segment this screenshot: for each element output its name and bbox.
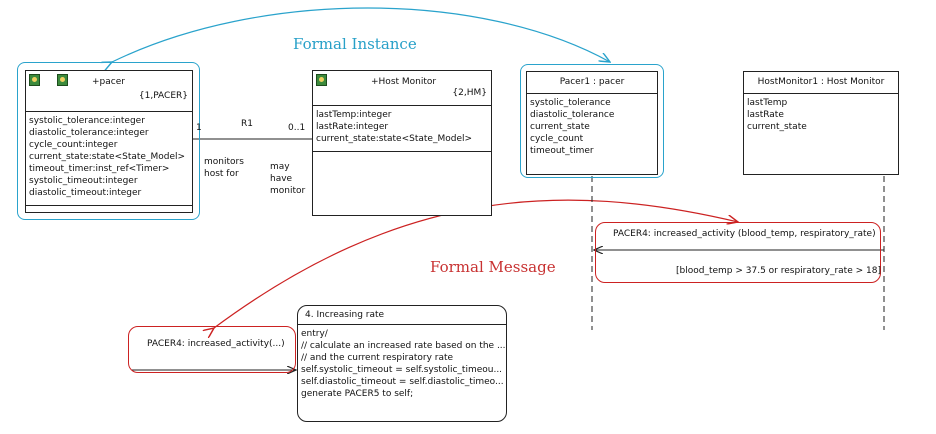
pacer-class-highlight xyxy=(17,62,200,220)
attribute-row: cycle_count:integer xyxy=(29,140,118,150)
state-action-body: entry/ // calculate an increased rate ba… xyxy=(298,324,506,400)
pacer-class-header: +pacer {1,PACER} xyxy=(26,71,192,111)
host-monitor-class-header: +Host Monitor {2,HM} xyxy=(313,71,491,105)
action-line: // calculate an increased rate based on … xyxy=(301,341,506,351)
pacer-class-attributes: systolic_tolerance:integer diastolic_tol… xyxy=(26,111,192,205)
phrase-line: have xyxy=(270,174,293,184)
sequence-message-highlight xyxy=(595,222,881,283)
phrase-line: monitor xyxy=(270,186,306,196)
attribute-row: current_state:state<State_Model> xyxy=(29,152,186,162)
sequence-message-guard: [blood_temp > 37.5 or respiratory_rate >… xyxy=(676,266,881,276)
attribute-row: current_state xyxy=(530,122,590,132)
association-right-phrase: may have monitor xyxy=(270,161,305,197)
host-monitor-class-box[interactable]: +Host Monitor {2,HM} lastTemp:integer la… xyxy=(312,70,492,216)
attribute-row: diastolic_tolerance xyxy=(530,110,615,120)
attribute-row: diastolic_tolerance:integer xyxy=(29,128,149,138)
host-monitor-class-operations xyxy=(313,151,491,152)
attribute-row: timeout_timer:inst_ref<Timer> xyxy=(29,164,170,174)
attribute-row: timeout_timer xyxy=(530,146,594,156)
attribute-row: systolic_timeout:integer xyxy=(29,176,138,186)
pacer-instance-attributes: systolic_tolerance diastolic_tolerance c… xyxy=(527,93,657,157)
host-monitor-instance-title: HostMonitor1 : Host Monitor xyxy=(757,77,885,87)
host-monitor-class-keyletter: {2,HM} xyxy=(452,88,487,98)
host-monitor-class-title: +Host Monitor xyxy=(371,77,437,87)
attribute-row: lastTemp:integer xyxy=(316,110,392,120)
class-icon xyxy=(56,74,68,86)
state-event-label: PACER4: increased_activity(...) xyxy=(147,339,285,349)
attribute-row: current_state xyxy=(747,122,807,132)
phrase-line: host for xyxy=(204,169,239,179)
class-icon xyxy=(316,74,327,86)
association-left-multiplicity: 1 xyxy=(196,123,202,133)
formal-instance-arc xyxy=(112,7,610,62)
attribute-row: current_state:state<State_Model> xyxy=(316,134,473,144)
attribute-row: cycle_count xyxy=(530,134,584,144)
sequence-message-label: PACER4: increased_activity (blood_temp, … xyxy=(613,229,876,239)
phrase-line: monitors xyxy=(204,157,244,167)
attribute-row: systolic_tolerance xyxy=(530,98,611,108)
action-line: entry/ xyxy=(301,329,328,339)
pacer-class-operations xyxy=(26,205,192,217)
formal-message-caption: Formal Message xyxy=(430,258,556,276)
association-left-phrase: monitors host for xyxy=(204,156,244,180)
formal-instance-caption: Formal Instance xyxy=(293,35,417,53)
pacer-instance-box[interactable]: Pacer1 : pacer systolic_tolerance diasto… xyxy=(526,71,658,175)
class-icon xyxy=(29,74,40,86)
host-monitor-instance-attributes: lastTemp lastRate current_state xyxy=(744,93,898,133)
state-title: 4. Increasing rate xyxy=(305,310,385,320)
action-line: // and the current respiratory rate xyxy=(301,353,454,363)
action-line: self.diastolic_timeout = self.diastolic_… xyxy=(301,377,504,387)
association-right-multiplicity: 0..1 xyxy=(288,123,306,133)
pacer-class-title: +pacer xyxy=(92,77,125,87)
attribute-row: lastRate:integer xyxy=(316,122,389,132)
phrase-line: may xyxy=(270,162,290,172)
attribute-row: diastolic_timeout:integer xyxy=(29,188,142,198)
pacer-instance-title: Pacer1 : pacer xyxy=(559,77,625,87)
pacer-class-box[interactable]: +pacer {1,PACER} systolic_tolerance:inte… xyxy=(25,70,193,213)
state-event-highlight xyxy=(128,326,296,373)
state-box[interactable]: 4. Increasing rate entry/ // calculate a… xyxy=(297,305,507,422)
attribute-row: lastRate xyxy=(747,110,784,120)
pacer-instance-highlight xyxy=(520,64,664,178)
association-name: R1 xyxy=(241,119,253,129)
attribute-row: lastTemp xyxy=(747,98,788,108)
action-line: generate PACER5 to self; xyxy=(301,389,414,399)
pacer-class-keyletter: {1,PACER} xyxy=(138,91,188,101)
host-monitor-instance-box[interactable]: HostMonitor1 : Host Monitor lastTemp las… xyxy=(743,71,899,175)
attribute-row: systolic_tolerance:integer xyxy=(29,116,145,126)
host-monitor-class-attributes: lastTemp:integer lastRate:integer curren… xyxy=(313,105,491,151)
action-line: self.systolic_timeout = self.systolic_ti… xyxy=(301,365,503,375)
